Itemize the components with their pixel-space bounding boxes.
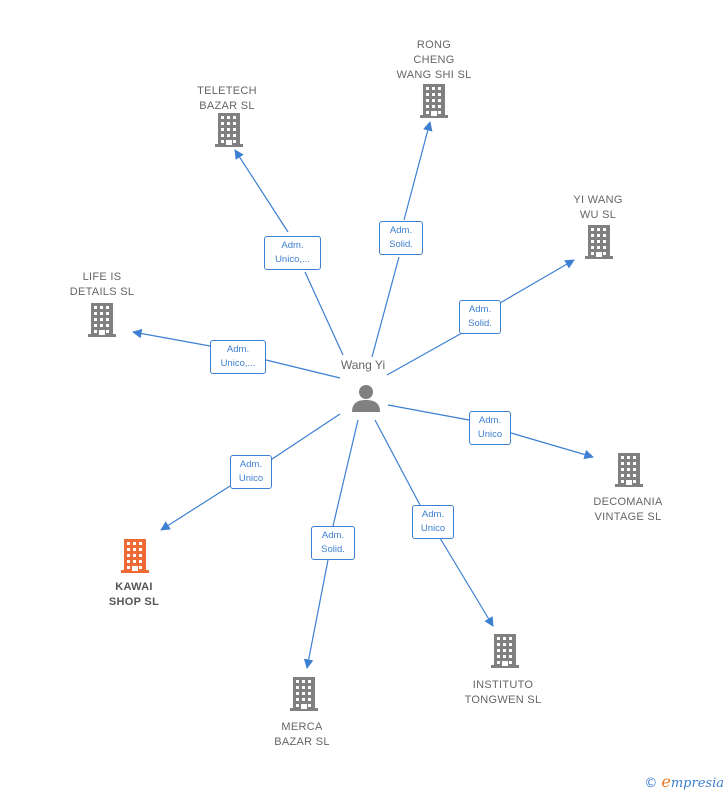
building-icon[interactable] [420, 84, 448, 123]
building-icon[interactable] [615, 453, 643, 492]
building-icon[interactable] [215, 113, 243, 152]
building-icon[interactable] [585, 225, 613, 264]
company-name-teletech[interactable]: TELETECH BAZAR SL [197, 85, 257, 112]
person-icon[interactable] [351, 383, 381, 418]
edge-arrow-rong [403, 121, 433, 221]
edge-role-label[interactable]: Adm. Unico,... [210, 340, 266, 374]
brand-initial: e [661, 772, 671, 791]
company-name-rong[interactable]: RONG CHENG WANG SHI SL [396, 39, 472, 81]
edge-role-label[interactable]: Adm. Unico [469, 411, 511, 445]
edge-role-label[interactable]: Adm. Solid. [379, 221, 423, 255]
edge-arrow-yiwang [499, 259, 575, 304]
company-name-yiwang[interactable]: YI WANG WU SL [573, 194, 623, 221]
building-icon[interactable] [88, 303, 116, 342]
company-name-decomania[interactable]: DECOMANIA VINTAGE SL [593, 496, 663, 523]
center-person-name[interactable]: Wang Yi [340, 358, 386, 372]
company-name-life[interactable]: LIFE IS DETAILS SL [69, 271, 135, 298]
company-name-kawai[interactable]: KAWAI SHOP SL [108, 581, 160, 608]
company-name-merca[interactable]: MERCA BAZAR SL [274, 721, 330, 748]
edge-line-merca [332, 419, 359, 527]
edge-arrow-instituto [439, 537, 494, 627]
building-icon[interactable] [491, 634, 519, 673]
edge-line-instituto [374, 419, 421, 506]
edge-line-teletech [304, 271, 344, 356]
edge-role-label[interactable]: Adm. Solid. [459, 300, 501, 334]
edge-role-label[interactable]: Adm. Unico,... [264, 236, 321, 270]
brand-name: mpresia [670, 776, 724, 791]
company-name-instituto[interactable]: INSTITUTO TONGWEN SL [464, 679, 542, 706]
copyright-symbol: © [644, 776, 658, 791]
edge-line-rong [371, 256, 400, 358]
building-icon[interactable] [290, 677, 318, 716]
edge-line-yiwang [386, 332, 463, 376]
brand-footer: ©empresia [644, 772, 724, 791]
edge-arrow-decomania [510, 432, 594, 460]
edge-arrow-teletech [234, 149, 289, 233]
building-icon[interactable] [121, 539, 149, 578]
edge-line-life [265, 359, 341, 379]
edge-line-decomania [387, 404, 470, 421]
edge-role-label[interactable]: Adm. Unico [412, 505, 454, 539]
edge-arrow-life [132, 328, 211, 347]
edge-arrow-kawai [160, 485, 231, 531]
edge-role-label[interactable]: Adm. Solid. [311, 526, 355, 560]
edge-arrow-merca [303, 559, 329, 669]
edge-role-label[interactable]: Adm. Unico [230, 455, 272, 489]
